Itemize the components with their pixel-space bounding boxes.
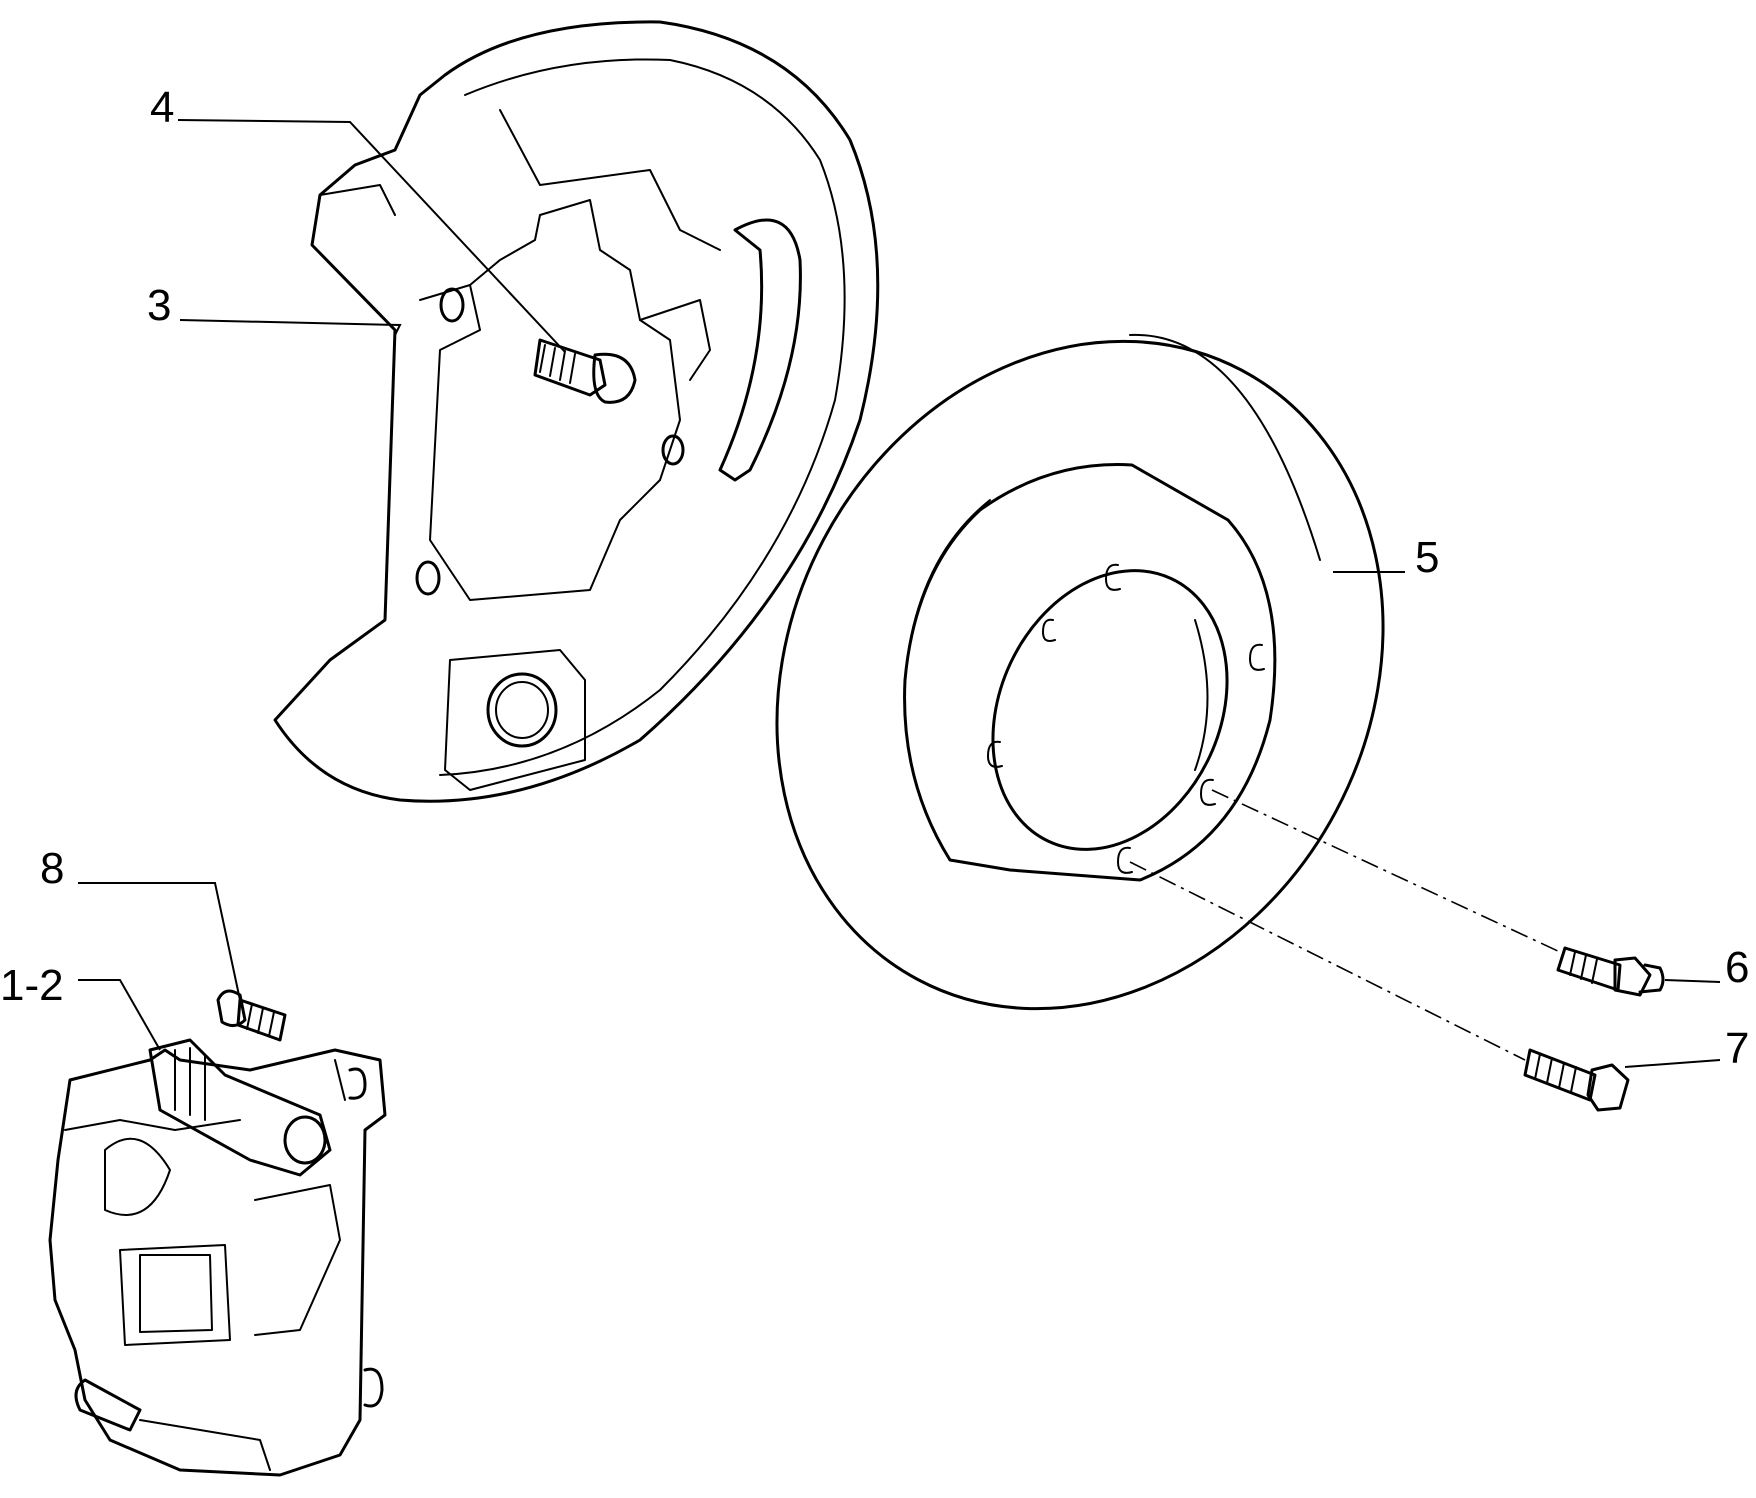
leader-lines: [78, 119, 1721, 1068]
disc-bolt: [1523, 1048, 1630, 1112]
dust-shield: [273, 20, 880, 803]
callout-part-5: 5: [1415, 533, 1439, 582]
brake-caliper: [48, 1038, 387, 1477]
leader-8: [78, 882, 241, 1001]
leader-7: [1624, 1059, 1721, 1068]
leader-6: [1664, 979, 1721, 983]
brake-disc: [775, 333, 1385, 1011]
callout-part-7: 7: [1725, 1024, 1749, 1073]
leader-1-2: [78, 979, 161, 1051]
callout-labels: 1-2 3 4 5 6 7 8: [0, 83, 1749, 1073]
callout-part-6: 6: [1725, 943, 1749, 992]
axis-line-6: [1211, 789, 1561, 953]
callout-part-8: 8: [40, 844, 64, 893]
shield-bolt: [533, 338, 637, 404]
callout-part-3: 3: [147, 281, 171, 330]
callout-part-4: 4: [150, 83, 174, 132]
leader-4: [177, 119, 566, 353]
callout-part-1-2: 1-2: [0, 961, 64, 1010]
leader-3: [179, 319, 402, 336]
axis-line-7: [1129, 861, 1526, 1061]
caliper-bolt: [216, 989, 287, 1042]
disc-locating-pin: [1556, 946, 1665, 997]
